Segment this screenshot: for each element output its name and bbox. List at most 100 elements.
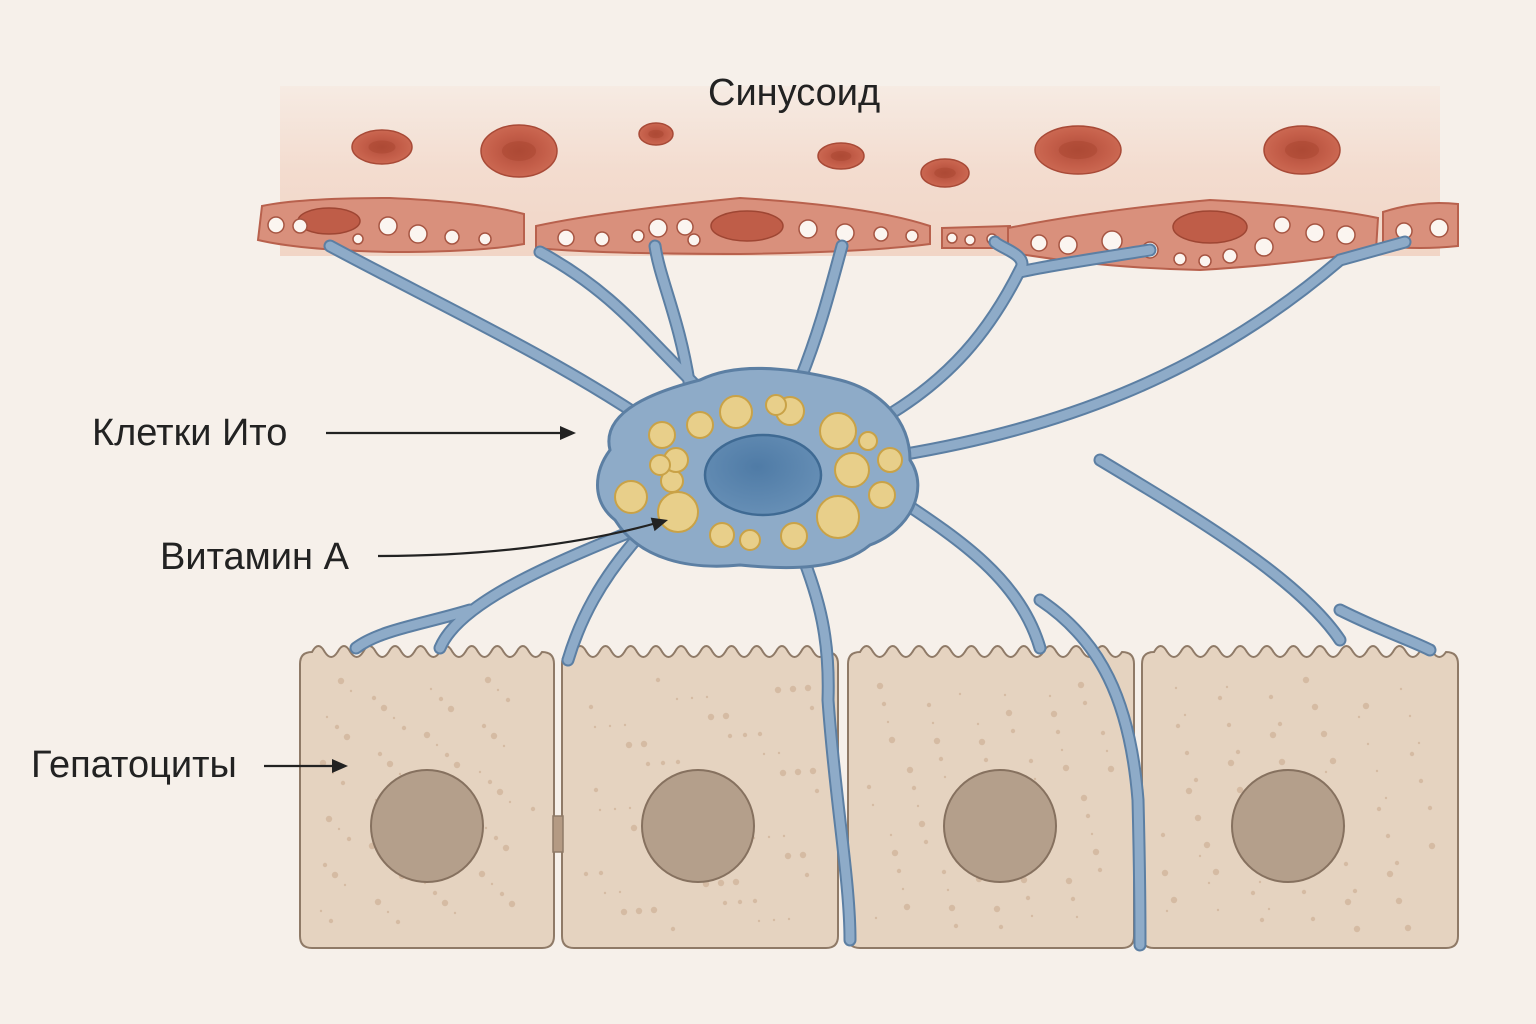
hepatocyte-granule	[593, 787, 599, 793]
hepatocyte-granule	[943, 775, 947, 779]
hepatocyte-granule	[1194, 814, 1202, 822]
hepatocyte-granule	[1418, 778, 1424, 784]
hepatocyte-nucleus	[641, 769, 755, 883]
vitamin-a-droplet	[614, 480, 648, 514]
hepatocyte-granule	[398, 772, 402, 776]
hepatocyte-granule	[938, 756, 944, 762]
hepatocyte-granule	[742, 732, 748, 738]
hepatocyte-granule	[1212, 868, 1220, 876]
hepatocyte-granule	[1082, 700, 1088, 706]
hepatocyte-granule	[1030, 914, 1034, 918]
hepatocyte-granule	[1267, 907, 1271, 911]
hepatocyte-granule	[901, 887, 905, 891]
fenestra	[946, 232, 958, 244]
red-blood-cell-center	[648, 129, 664, 139]
hepatocyte-granule	[707, 713, 715, 721]
hepatocyte-granule	[1268, 694, 1274, 700]
hepatocyte-granule	[583, 871, 589, 877]
fenestra	[1305, 223, 1325, 243]
hepatocyte-granule	[623, 723, 627, 727]
hepatocyte-granule	[334, 724, 340, 730]
ito-process-outline	[893, 493, 1047, 655]
hepatocyte-granule	[727, 733, 733, 739]
hepatocyte-granule	[1080, 794, 1088, 802]
hepatocyte-granule	[804, 684, 812, 692]
hepatocyte-granule	[1207, 881, 1211, 885]
hepatocyte-granule	[340, 780, 346, 786]
hepatocyte-granule	[774, 686, 782, 694]
hepatocyte-granule	[349, 689, 353, 693]
ito-process-outline	[873, 235, 1029, 427]
fenestra	[1198, 254, 1212, 268]
hepatocyte-granule	[889, 833, 893, 837]
hepatocyte-granule	[871, 803, 875, 807]
hepatocyte-granule	[1203, 841, 1211, 849]
fenestra	[1173, 252, 1187, 266]
hepatocyte-granule	[732, 878, 740, 886]
red-blood-cell-center	[501, 141, 537, 161]
fenestra	[1058, 235, 1078, 255]
ito-process	[535, 247, 705, 395]
fenestra	[267, 216, 285, 234]
hepatocyte-granule	[717, 879, 725, 887]
hepatocyte-granule	[588, 704, 594, 710]
fenestra	[964, 234, 976, 246]
label-ito-cells: Клетки Ито	[92, 412, 288, 454]
hepatocyte-granule	[1302, 676, 1310, 684]
red-blood-cells	[351, 122, 1341, 188]
label-vitamin-a: Витамин А	[160, 536, 349, 578]
hepatocyte-granule	[496, 788, 504, 796]
hepatocyte-granule	[705, 695, 709, 699]
hepatocyte-granule	[675, 759, 681, 765]
hepatocyte-granule	[1362, 702, 1370, 710]
hepatocyte-granule	[1394, 860, 1400, 866]
hepatocyte-granule	[1060, 748, 1064, 752]
hepatocyte-granule	[1352, 888, 1358, 894]
fenestra	[1254, 237, 1274, 257]
hepatocyte-nucleus	[370, 769, 484, 883]
hepatocyte-granule	[484, 676, 492, 684]
hepatocyte-granule	[1161, 869, 1169, 877]
hepatocyte-granule	[319, 759, 327, 767]
hepatocyte-granule	[670, 926, 676, 932]
hepatocyte-granule	[794, 768, 802, 776]
hepatocyte-granule	[508, 900, 516, 908]
vitamin-a-droplet	[834, 452, 870, 488]
hepatocyte-granule	[328, 918, 334, 924]
red-blood-cell-center	[830, 151, 852, 161]
hepatocyte-granule	[923, 839, 929, 845]
hepatocyte-nucleus	[943, 769, 1057, 883]
ito-process	[351, 515, 665, 653]
vitamin-a-droplet	[719, 395, 753, 429]
hepatocyte-granule	[1225, 685, 1229, 689]
ito-process	[1015, 245, 1155, 277]
red-blood-cell-center	[1284, 140, 1320, 160]
hepatocyte-granule	[809, 767, 817, 775]
cell-junction	[552, 815, 564, 853]
hepatocyte-granule	[645, 761, 651, 767]
fenestra	[798, 219, 818, 239]
hepatocyte-granule	[1055, 729, 1061, 735]
hepatocyte-granule	[675, 697, 679, 701]
hepatocyte-granule	[1417, 741, 1421, 745]
hepatocyte-granule	[799, 851, 807, 859]
hepatocyte-granule	[1227, 759, 1235, 767]
hepatocyte-granule	[1085, 813, 1091, 819]
hepatocyte-granule	[401, 725, 407, 731]
hepatocyte-granule	[1384, 796, 1388, 800]
arrow-ito-cells-head	[560, 426, 576, 440]
hepatocyte-granule	[618, 890, 622, 894]
hepatocyte-granule	[757, 919, 761, 923]
hepatocyte-granule	[640, 740, 648, 748]
hepatocyte-granule	[1170, 896, 1178, 904]
vitamin-a-droplet	[648, 421, 676, 449]
hepatocyte-granule	[499, 891, 505, 897]
hepatocyte-granule	[496, 688, 500, 692]
hepatocyte-granule	[1353, 925, 1361, 933]
hepatocyte-granule	[1077, 681, 1085, 689]
hepatocyte-granule	[1174, 686, 1178, 690]
hepatocyte-granule	[655, 677, 661, 683]
vitamin-a-droplet	[858, 431, 878, 451]
hepatocyte-granule	[779, 769, 787, 777]
